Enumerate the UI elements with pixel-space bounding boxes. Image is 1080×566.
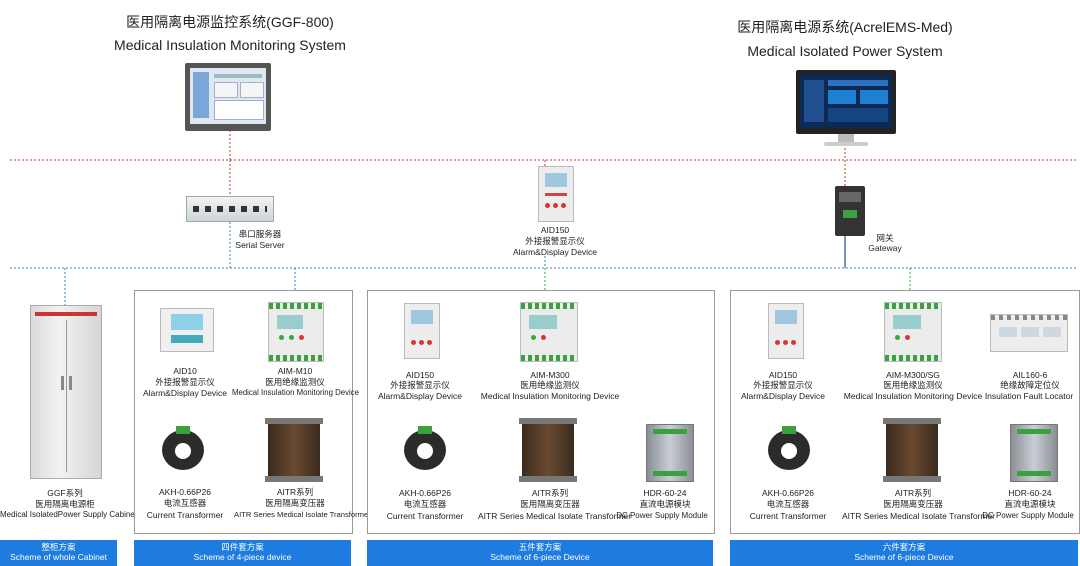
scheme4-aim-en: Medical Insulation Monitoring Device [232, 388, 359, 397]
left-system-title-cn: 医用隔离电源监控系统(GGF-800) [126, 14, 334, 30]
scheme5-tr-model: AITR系列 [531, 488, 569, 498]
right-system-title-cn: 医用隔离电源系统(AcrelEMS-Med) [737, 19, 953, 35]
scheme4-ct-model: AKH-0.66P26 [159, 487, 211, 497]
scheme6-tr-en: AITR Series Medical Isolate Transformer [842, 511, 996, 521]
scheme6-banner-en: Scheme of 6-piece Device [854, 552, 954, 562]
scheme4-banner-en: Scheme of 4-piece device [193, 552, 292, 562]
scheme6-aid-cn: 外接报警显示仪 [753, 380, 813, 390]
scheme6-ct-en: Current Transformer [749, 511, 827, 521]
scheme5-tr-en: AITR Series Medical Isolate Transformer [478, 511, 632, 521]
serial-server-label-en: Serial Server [235, 240, 285, 250]
cabinet-banner-en: Scheme of whole Cabinet [10, 552, 107, 562]
scheme4-aim-cn: 医用绝缘监测仪 [265, 377, 325, 387]
scheme6-ail-model: AIL160-6 [1012, 370, 1048, 380]
scheme6-aid150-device [768, 303, 804, 359]
gateway-label-en: Gateway [868, 243, 902, 253]
right-system-title-en: Medical Isolated Power System [747, 43, 943, 59]
scheme5-tr-cn: 医用隔离变压器 [520, 499, 580, 509]
cabinet-en: Medical IsolatedPower Supply Cabinet [0, 510, 137, 519]
aid150-top-device [538, 166, 574, 222]
scheme4-banner-cn: 四件套方案 [221, 542, 264, 552]
scheme5-aid150-device [404, 303, 440, 359]
scheme5-aid-en: Alarm&Display Device [377, 391, 463, 401]
scheme6-ail-device [990, 314, 1068, 352]
scheme6-ail-cn: 绝缘故障定位仪 [1000, 380, 1060, 390]
scheme5-aim-cn: 医用绝缘监测仪 [520, 380, 580, 390]
scheme5-transformer-device [519, 418, 577, 482]
scheme6-dc-en: DC Power Supply Module [982, 511, 1074, 520]
scheme4-tr-en: AITR Series Medical Isolate Transformer [234, 510, 371, 519]
monitor-device [796, 70, 896, 148]
scheme4-aid10-device [160, 308, 214, 352]
cabinet-device [30, 305, 102, 479]
scheme6-aim-model: AIM-M300/SG [886, 370, 940, 380]
gateway-label-cn: 网关 [876, 233, 894, 243]
scheme4-transformer-device [265, 418, 323, 482]
cabinet-model: GGF系列 [47, 488, 83, 498]
scheme5-dc-cn: 直流电源模块 [639, 499, 691, 509]
scheme4-aid-en: Alarm&Display Device [142, 388, 228, 398]
cabinet-cn: 医用隔离电源柜 [35, 499, 95, 509]
scheme5-banner-cn: 五件套方案 [518, 542, 562, 552]
aid150-top-cn: 外接报警显示仪 [525, 236, 585, 246]
touch-panel-device [185, 63, 271, 131]
scheme5-ct-model: AKH-0.66P26 [399, 488, 451, 498]
scheme5-aid-model: AID150 [405, 370, 435, 380]
scheme4-aim-model: AIM-M10 [277, 366, 313, 376]
scheme5-banner: 五件套方案 Scheme of 6-piece Device [367, 540, 713, 566]
scheme6-aim-device [884, 302, 942, 362]
scheme6-ail-en: Insulation Fault Locator [984, 391, 1074, 401]
left-system-title-en: Medical Insulation Monitoring System [114, 37, 346, 53]
scheme6-transformer-device [883, 418, 941, 482]
scheme4-ct-en: Current Transformer [146, 510, 224, 520]
gateway-device [835, 186, 865, 236]
scheme6-tr-model: AITR系列 [894, 488, 932, 498]
scheme6-dc-model: HDR-60-24 [1008, 488, 1052, 498]
scheme5-ct-en: Current Transformer [386, 511, 464, 521]
scheme5-dc-device [646, 424, 694, 482]
scheme4-banner: 四件套方案 Scheme of 4-piece device [134, 540, 351, 566]
scheme6-dc-device [1010, 424, 1058, 482]
scheme6-aim-en: Medical Insulation Monitoring Device [843, 391, 983, 401]
cabinet-banner-cn: 整柜方案 [41, 542, 76, 552]
scheme4-ct-cn: 电流互感器 [163, 498, 207, 508]
scheme5-ct-device [404, 426, 446, 470]
scheme6-aid-model: AID150 [768, 370, 798, 380]
scheme5-dc-en: DC Power Supply Module [616, 511, 708, 520]
aid150-top-en: Alarm&Display Device [512, 247, 598, 257]
scheme4-ct-device [162, 426, 204, 470]
scheme6-banner: 六件套方案 Scheme of 6-piece Device [730, 540, 1078, 566]
scheme6-banner-cn: 六件套方案 [882, 542, 926, 552]
scheme5-aid-cn: 外接报警显示仪 [390, 380, 450, 390]
scheme5-aim-device [520, 302, 578, 362]
scheme4-tr-model: AITR系列 [276, 487, 314, 497]
scheme6-dc-cn: 直流电源模块 [1004, 499, 1056, 509]
scheme4-aid-model: AID10 [173, 366, 197, 376]
scheme5-aim-en: Medical Insulation Monitoring Device [480, 391, 620, 401]
scheme6-ct-model: AKH-0.66P26 [762, 488, 814, 498]
scheme6-aim-cn: 医用绝缘监测仪 [883, 380, 943, 390]
cabinet-banner: 整柜方案 Scheme of whole Cabinet [0, 540, 117, 566]
scheme4-aid-cn: 外接报警显示仪 [155, 377, 215, 387]
scheme6-ct-cn: 电流互感器 [766, 499, 810, 509]
scheme6-ct-device [768, 426, 810, 470]
scheme5-aim-model: AIM-M300 [530, 370, 570, 380]
scheme5-ct-cn: 电流互感器 [403, 499, 447, 509]
scheme4-tr-cn: 医用隔离变压器 [265, 498, 325, 508]
scheme4-aim-device [268, 302, 324, 362]
scheme6-tr-cn: 医用隔离变压器 [883, 499, 943, 509]
serial-server-device [186, 196, 274, 222]
serial-server-label-cn: 串口服务器 [238, 229, 282, 239]
scheme5-banner-en: Scheme of 6-piece Device [490, 552, 590, 562]
scheme5-dc-model: HDR-60-24 [643, 488, 687, 498]
scheme6-aid-en: Alarm&Display Device [740, 391, 826, 401]
aid150-top-model: AID150 [540, 225, 570, 235]
